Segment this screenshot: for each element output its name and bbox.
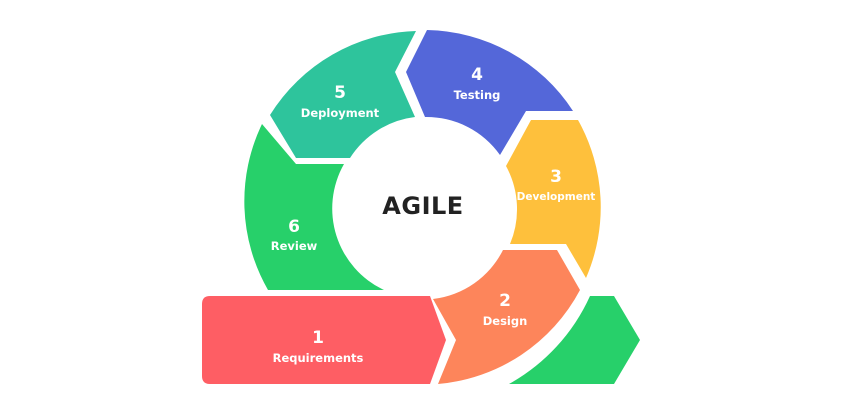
- stage-deployment-shape: [270, 31, 416, 158]
- stage-review: 6 Review: [244, 124, 384, 290]
- stage-requirements-shape: [202, 296, 446, 384]
- stage-testing-label: Testing: [454, 88, 501, 102]
- stage-testing-number: 4: [471, 65, 483, 85]
- stage-review-number: 6: [288, 217, 300, 237]
- stage-development-shape: [506, 120, 601, 278]
- stage-development: 3 Development: [506, 120, 601, 278]
- stage-deployment-number: 5: [334, 83, 346, 103]
- exit-arrow: [509, 296, 640, 384]
- stage-review-label: Review: [271, 239, 318, 253]
- stage-testing: 4 Testing: [406, 30, 573, 155]
- stage-design-shape: [433, 250, 580, 384]
- center-circle: [338, 120, 510, 292]
- stage-testing-shape: [406, 30, 573, 155]
- stage-requirements-number: 1: [312, 328, 324, 348]
- stage-design-number: 2: [499, 291, 511, 311]
- stage-design: 2 Design: [433, 250, 580, 384]
- stage-requirements-label: Requirements: [273, 351, 364, 365]
- stage-deployment-label: Deployment: [301, 106, 380, 120]
- stage-design-label: Design: [483, 314, 528, 328]
- stage-requirements: 1 Requirements: [202, 296, 446, 384]
- stage-development-label: Development: [517, 191, 596, 203]
- stage-deployment: 5 Deployment: [270, 31, 416, 158]
- stage-development-number: 3: [550, 167, 562, 187]
- exit-arrow-shape: [509, 296, 640, 384]
- center-title: AGILE: [382, 192, 463, 220]
- stage-review-shape: [244, 124, 384, 290]
